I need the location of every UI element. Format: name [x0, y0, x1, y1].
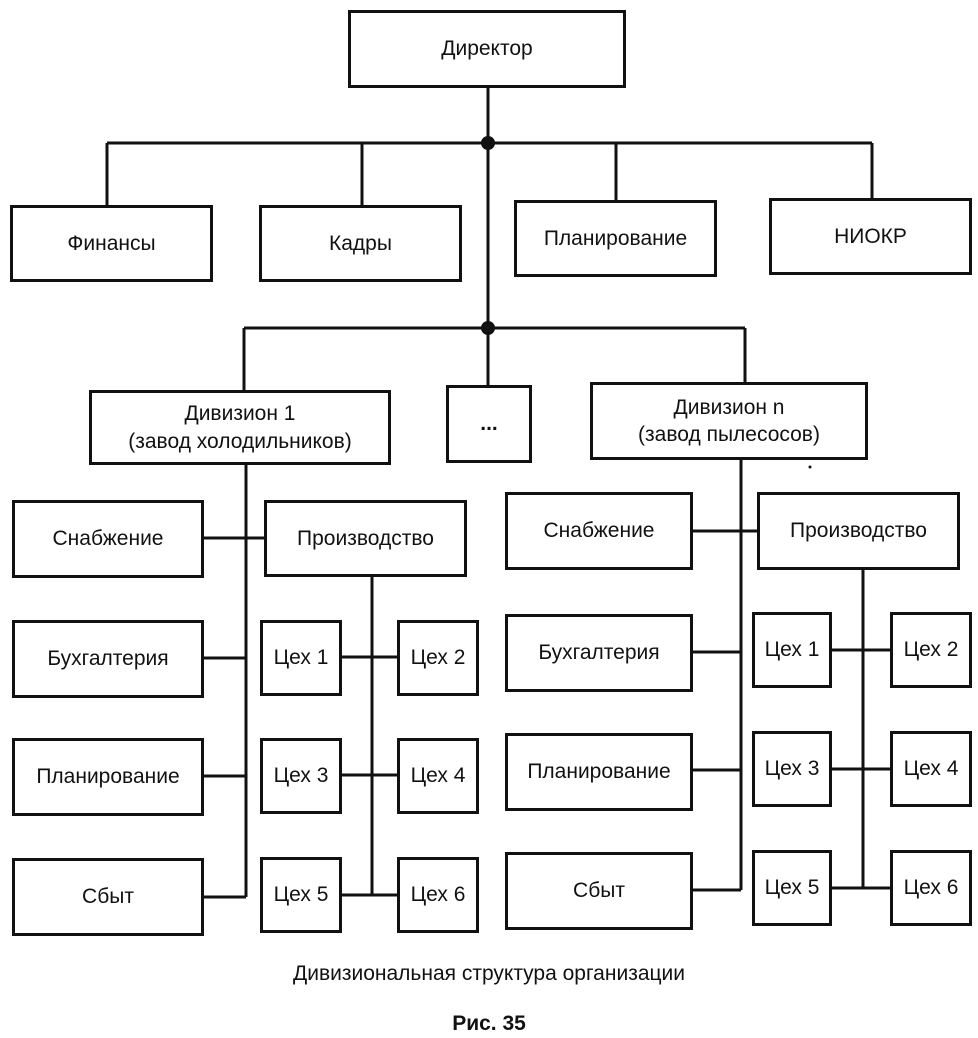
left-sales-box: Сбыт — [12, 858, 204, 936]
left-supply-box: Снабжение — [12, 500, 204, 578]
right-planning-label: Планирование — [527, 760, 671, 784]
staff-personnel-box: Кадры — [259, 205, 462, 282]
right-workshop-3-label: Цех 3 — [764, 757, 820, 781]
junction-dot-divisions — [481, 321, 495, 335]
right-workshop-6-label: Цех 6 — [903, 876, 959, 900]
left-workshop-1-label: Цех 1 — [273, 646, 329, 670]
left-workshop-4-label: Цех 4 — [410, 764, 466, 788]
right-planning-box: Планирование — [505, 733, 693, 811]
right-workshop-2-box: Цех 2 — [890, 612, 972, 688]
figure-caption: Дивизиональная структура организации — [293, 962, 685, 985]
left-workshop-5-label: Цех 5 — [273, 883, 329, 907]
right-production-box: Производство — [757, 492, 960, 570]
right-sales-box: Сбыт — [505, 852, 693, 930]
staff-planning-box: Планирование — [514, 200, 717, 277]
staff-finance-label: Финансы — [67, 231, 156, 255]
left-workshop-4-box: Цех 4 — [397, 738, 479, 814]
division-ellipsis-label: ... — [480, 412, 498, 436]
right-accounting-label: Бухгалтерия — [538, 641, 660, 665]
left-workshop-3-label: Цех 3 — [273, 764, 329, 788]
right-accounting-box: Бухгалтерия — [505, 614, 693, 692]
left-production-label: Производство — [297, 526, 434, 550]
right-workshop-4-label: Цех 4 — [903, 757, 959, 781]
left-workshop-2-label: Цех 2 — [410, 646, 466, 670]
right-workshop-3-box: Цех 3 — [752, 731, 832, 807]
left-workshop-5-box: Цех 5 — [260, 857, 342, 933]
left-sales-label: Сбыт — [82, 885, 134, 909]
left-production-box: Производство — [264, 500, 467, 577]
right-workshop-1-label: Цех 1 — [764, 638, 820, 662]
figure-label: Рис. 35 — [452, 1012, 526, 1035]
left-planning-label: Планирование — [36, 765, 180, 789]
right-workshop-6-box: Цех 6 — [890, 850, 972, 926]
division-ellipsis-box: ... — [446, 385, 532, 463]
right-workshop-5-box: Цех 5 — [752, 850, 832, 926]
division-1-label: Дивизион 1 (завод холодильников) — [128, 402, 352, 453]
right-supply-label: Снабжение — [543, 519, 655, 543]
right-workshop-5-label: Цех 5 — [764, 876, 820, 900]
left-workshop-1-box: Цех 1 — [260, 620, 342, 696]
division-1-box: Дивизион 1 (завод холодильников) — [89, 390, 391, 465]
staff-personnel-label: Кадры — [329, 231, 392, 255]
left-workshop-3-box: Цех 3 — [260, 738, 342, 814]
right-workshop-2-label: Цех 2 — [903, 638, 959, 662]
director-label: Директор — [441, 37, 533, 61]
right-workshop-4-box: Цех 4 — [890, 731, 972, 807]
staff-planning-label: Планирование — [543, 226, 688, 250]
left-planning-box: Планирование — [12, 738, 204, 816]
division-n-label: Дивизион n (завод пылесосов) — [638, 395, 820, 446]
right-sales-label: Сбыт — [573, 879, 625, 903]
staff-finance-box: Финансы — [10, 205, 213, 282]
left-workshop-6-box: Цех 6 — [397, 857, 479, 933]
left-workshop-2-box: Цех 2 — [397, 620, 479, 696]
left-supply-label: Снабжение — [52, 527, 164, 551]
division-n-box: Дивизион n (завод пылесосов) — [590, 382, 868, 460]
director-box: Директор — [348, 10, 626, 88]
right-workshop-1-box: Цех 1 — [752, 612, 832, 688]
staff-rnd-box: НИОКР — [769, 198, 972, 275]
left-accounting-box: Бухгалтерия — [12, 620, 204, 698]
staff-rnd-label: НИОКР — [834, 224, 907, 248]
left-workshop-6-label: Цех 6 — [410, 883, 466, 907]
junction-dot-staff — [481, 136, 495, 150]
right-production-label: Производство — [790, 519, 927, 543]
left-accounting-label: Бухгалтерия — [47, 647, 169, 671]
right-supply-box: Снабжение — [505, 492, 693, 570]
